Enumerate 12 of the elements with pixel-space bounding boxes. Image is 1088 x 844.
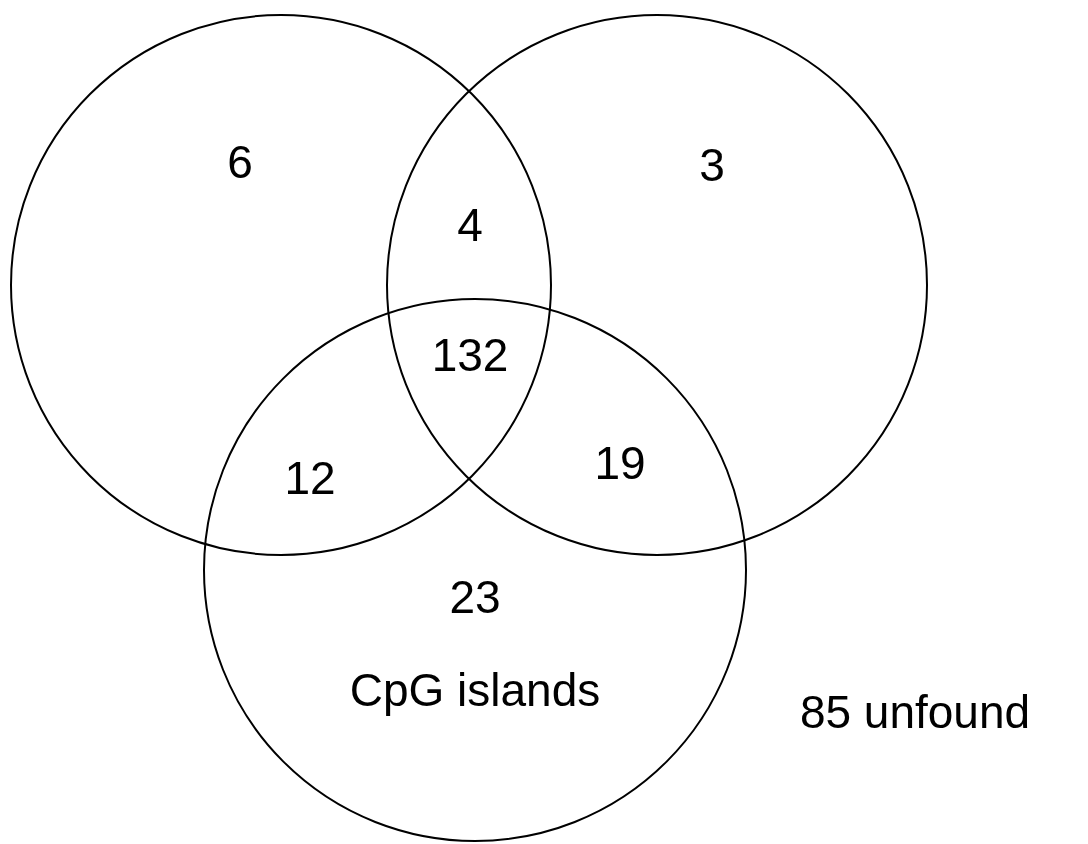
count-label: 6 — [227, 136, 253, 188]
count-label: 23 — [449, 571, 501, 623]
count-label: 19 — [594, 437, 646, 489]
set-circle — [386, 14, 928, 556]
note-label: 85 unfound — [799, 686, 1031, 738]
count-label: 12 — [284, 452, 336, 504]
count-label: 3 — [699, 139, 725, 191]
count-label: 132 — [431, 329, 509, 381]
set-label: CpG islands — [349, 664, 601, 716]
set-circle — [203, 298, 747, 842]
count-label: 4 — [457, 199, 483, 251]
set-circle — [10, 14, 552, 556]
